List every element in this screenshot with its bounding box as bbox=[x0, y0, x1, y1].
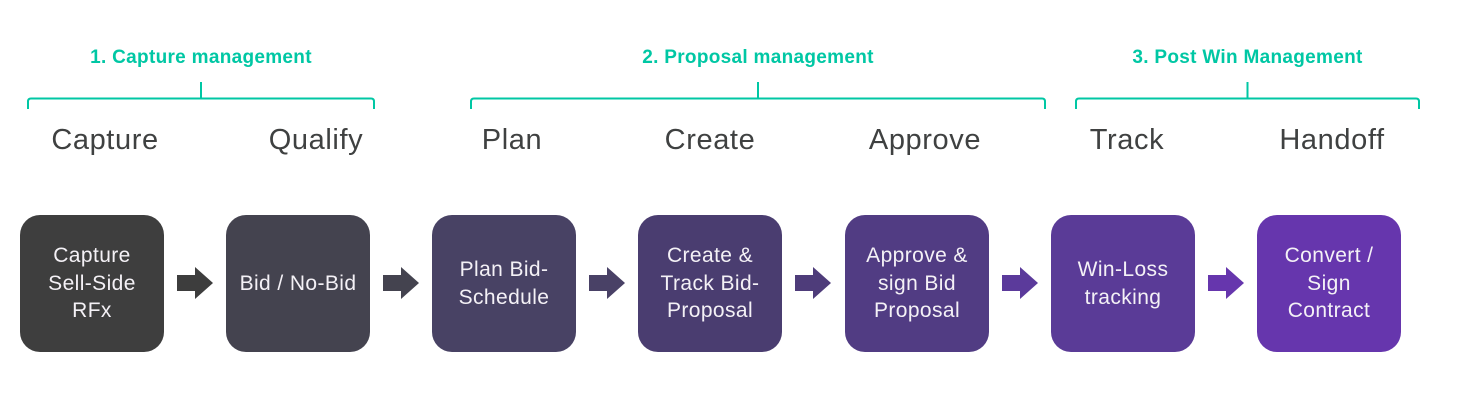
stage-label-track: Track bbox=[1089, 124, 1165, 156]
flow-box-label: Bid / No-Bid bbox=[239, 271, 357, 295]
flow-box-label: Win-Loss tracking bbox=[1077, 257, 1169, 309]
stage-label-plan: Plan bbox=[481, 124, 543, 156]
brace-capture-management-icon bbox=[27, 82, 375, 109]
flow-box-win-loss-tracking: Win-Loss tracking bbox=[1051, 215, 1195, 352]
stage-label-create: Create bbox=[664, 124, 756, 156]
flow-box-label: Create & Track Bid-Proposal bbox=[660, 243, 760, 323]
stage-label-approve: Approve bbox=[868, 124, 982, 156]
phase-heading-capture-management: 1. Capture management bbox=[90, 47, 312, 68]
brace-proposal-management-icon bbox=[470, 82, 1046, 109]
arrow-shape bbox=[1208, 267, 1244, 299]
stage-label-qualify: Qualify bbox=[268, 124, 364, 156]
phase-heading-proposal-management: 2. Proposal management bbox=[642, 47, 874, 68]
arrow-right-icon bbox=[589, 267, 625, 299]
stage-label-handoff: Handoff bbox=[1279, 124, 1385, 156]
flow-box-bid-no-bid: Bid / No-Bid bbox=[226, 215, 370, 352]
arrow-shape bbox=[383, 267, 419, 299]
flow-box-label: Convert / Sign Contract bbox=[1284, 243, 1374, 323]
stage-label-capture: Capture bbox=[51, 124, 159, 156]
arrow-shape bbox=[1002, 267, 1038, 299]
brace-path bbox=[27, 82, 375, 109]
flow-box-convert-sign-contract: Convert / Sign Contract bbox=[1257, 215, 1401, 352]
flow-box-plan-bid-schedule: Plan Bid-Schedule bbox=[432, 215, 576, 352]
phase-heading-post-win-management: 3. Post Win Management bbox=[1132, 47, 1363, 68]
flow-box-capture-sell-side-rfx: Capture Sell-Side RFx bbox=[20, 215, 164, 352]
arrow-right-icon bbox=[177, 267, 213, 299]
arrow-shape bbox=[589, 267, 625, 299]
brace-post-win-management-icon bbox=[1075, 82, 1420, 109]
arrow-shape bbox=[177, 267, 213, 299]
flow-box-approve-sign-bid-proposal: Approve & sign Bid Proposal bbox=[845, 215, 989, 352]
arrow-shape bbox=[795, 267, 831, 299]
arrow-right-icon bbox=[795, 267, 831, 299]
arrow-right-icon bbox=[1208, 267, 1244, 299]
flow-box-label: Capture Sell-Side RFx bbox=[48, 243, 136, 323]
arrow-right-icon bbox=[383, 267, 419, 299]
brace-path bbox=[1075, 82, 1420, 109]
flow-box-label: Plan Bid-Schedule bbox=[458, 257, 550, 309]
brace-path bbox=[470, 82, 1046, 109]
arrow-right-icon bbox=[1002, 267, 1038, 299]
flow-box-label: Approve & sign Bid Proposal bbox=[866, 243, 968, 323]
flow-box-create-track-bid-proposal: Create & Track Bid-Proposal bbox=[638, 215, 782, 352]
